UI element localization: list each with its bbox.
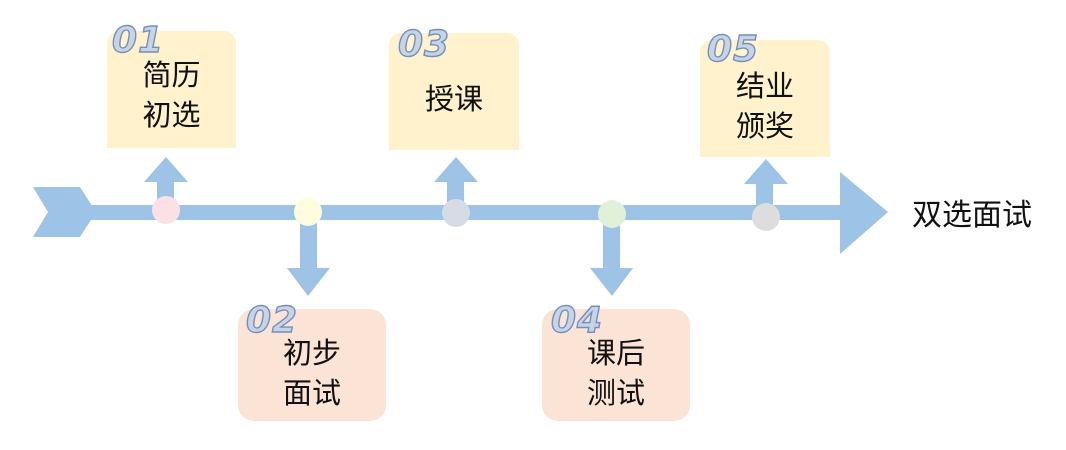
step-label-line: 颁奖 <box>735 108 794 143</box>
step-box-03: 授课 <box>389 33 519 150</box>
branch-arrow-down-02 <box>287 215 330 296</box>
step-box-04: 课后 测试 <box>542 309 690 421</box>
step-dot-03 <box>442 199 470 227</box>
step-label-line: 初选 <box>142 97 201 132</box>
step-dot-05 <box>752 203 780 231</box>
step-label-line: 课后 <box>586 336 645 370</box>
step-label-line: 初步 <box>282 336 341 370</box>
step-box-02: 初步 面试 <box>238 309 386 421</box>
step-box-01: 简历 初选 <box>107 31 236 148</box>
step-dot-04 <box>598 200 626 228</box>
step-label-line: 授课 <box>424 81 483 116</box>
timeline-arrowhead <box>840 172 888 254</box>
timeline-end-label: 双选面试 <box>912 198 1032 233</box>
step-dot-02 <box>294 198 322 226</box>
step-dot-01 <box>152 196 180 224</box>
step-label-line: 简历 <box>142 57 201 92</box>
step-number-03: 03 <box>397 23 451 65</box>
step-box-05: 结业 颁奖 <box>700 40 830 157</box>
step-label-line: 结业 <box>735 68 794 103</box>
step-number-05: 05 <box>706 28 760 70</box>
step-number-01: 01 <box>111 19 165 61</box>
step-number-04: 04 <box>550 299 604 341</box>
branch-arrow-up-05 <box>744 159 788 210</box>
step-number-02: 02 <box>245 299 299 341</box>
timeline-tail-chevron <box>33 187 96 237</box>
step-label-line: 面试 <box>282 376 341 410</box>
branch-arrow-down-04 <box>590 215 633 296</box>
step-label-line: 测试 <box>586 376 645 410</box>
